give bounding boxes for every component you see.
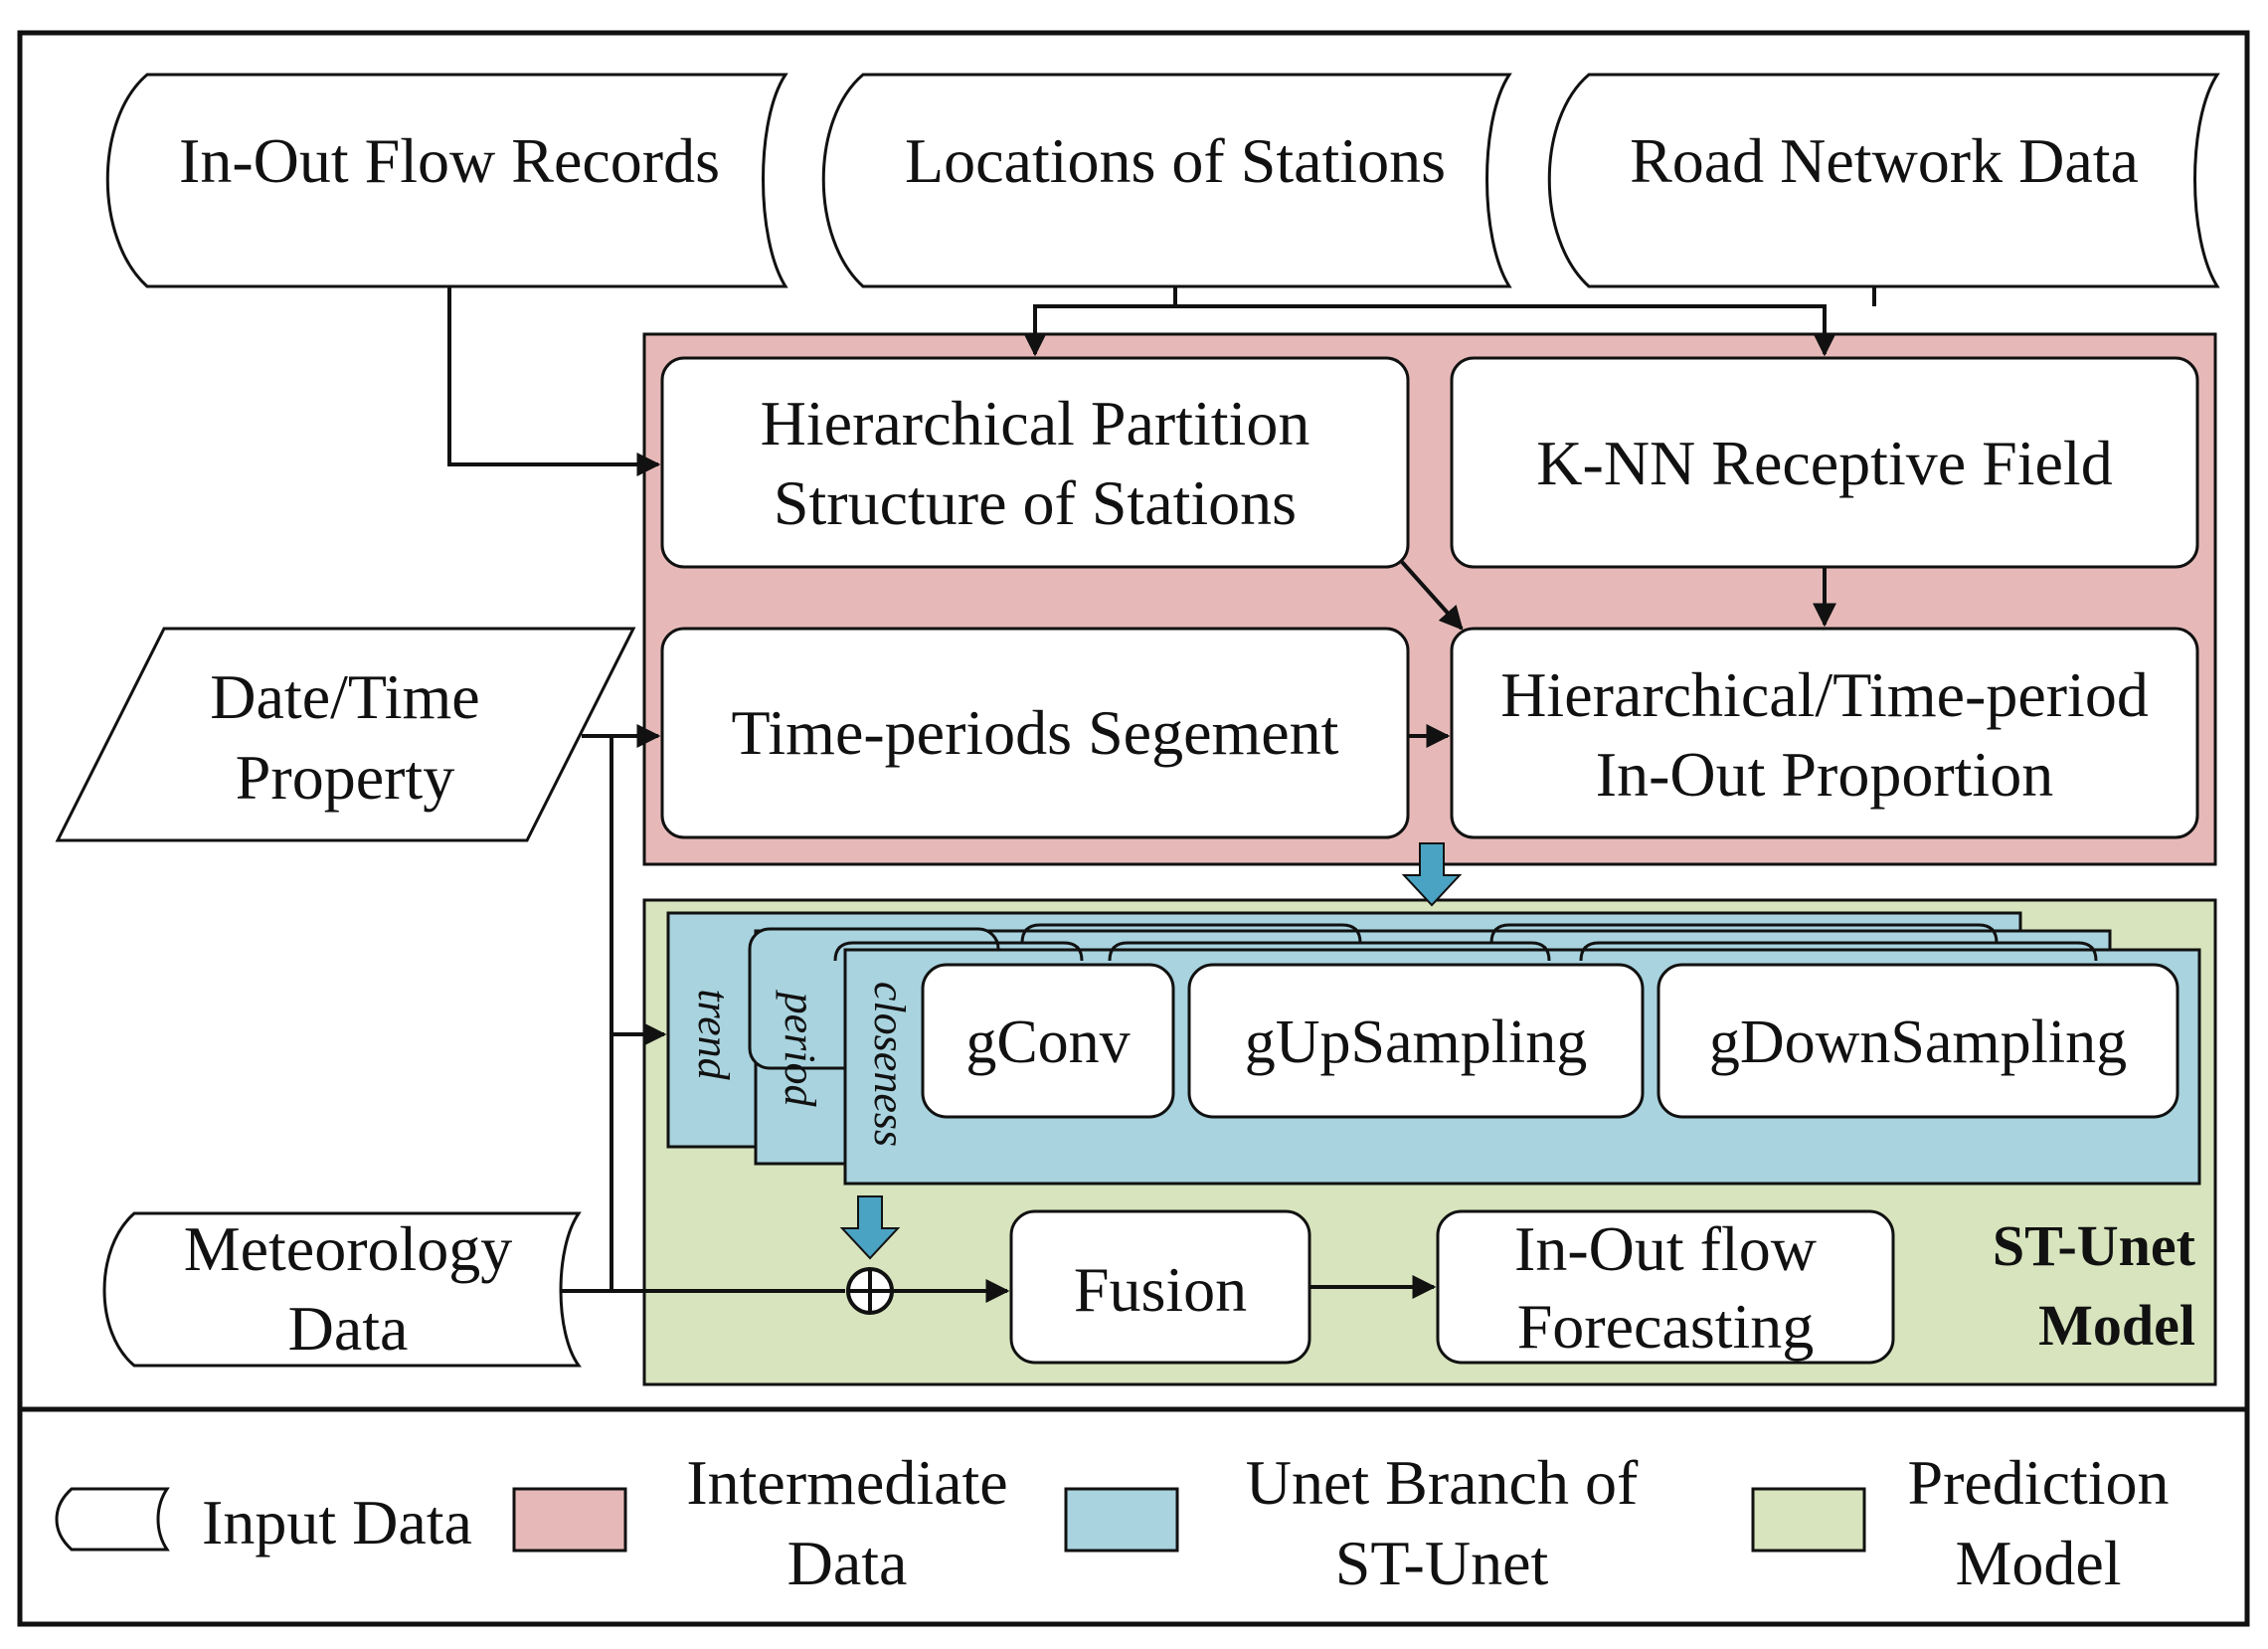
legend-prediction: Prediction Model [1751,1447,2170,1598]
time-periods-segment-box: Time-periods Segement [660,627,1410,839]
intermediate-to-unet-arrow [1401,842,1463,907]
model-label-line2: Model [2038,1293,2195,1358]
gdownsampling-box: gDownSampling [1657,963,2180,1119]
gdownsampling-label: gDownSampling [1709,1008,2127,1076]
hierarchical-line1: Hierarchical Partition [761,388,1310,458]
legend-unet-swatch [1064,1487,1179,1553]
inout-flow-records-label: In-Out Flow Records [179,125,720,196]
road-network-data-label: Road Network Data [1630,125,2139,196]
meteorology-line2: Data [288,1293,409,1364]
back-layer-block-edges [833,923,2098,962]
datetime-line1: Date/Time [210,661,479,732]
legend-intermediate-line2: Data [787,1528,908,1598]
datetime-line2: Property [236,742,454,813]
input-meteorology-data: Meteorology Data [102,1211,582,1368]
legend-intermediate-line1: Intermediate [686,1447,1007,1518]
input-road-network-data: Road Network Data [1547,73,2220,288]
legend-prediction-swatch [1751,1487,1866,1553]
gupsampling-box: gUpSampling [1187,963,1645,1119]
legend-input: Input Data [55,1487,472,1557]
fusion-label: Fusion [1074,1254,1247,1325]
input-locations-of-stations: Locations of Stations [821,73,1512,288]
legend-unet-line1: Unet Branch of [1246,1447,1639,1518]
model-label-line1: ST-Unet [1993,1213,2196,1278]
outer-frame [17,30,2250,1627]
input-datetime-property: Date/Time Property [55,627,636,842]
legend-unet-line2: ST-Unet [1335,1528,1549,1598]
connectors [447,286,1876,1315]
legend-input-label: Input Data [202,1487,472,1557]
legend-intermediate-swatch [512,1487,627,1553]
fusion-box: Fusion [1009,1209,1311,1365]
legend-prediction-line1: Prediction [1907,1447,2169,1518]
gconv-label: gConv [965,1008,1130,1076]
meteorology-line1: Meteorology [184,1213,513,1284]
proportion-line1: Hierarchical/Time-period [1500,659,2149,730]
unet-to-fusion-arrow [839,1195,901,1260]
time-periods-label: Time-periods Segement [732,697,1339,768]
locations-of-stations-label: Locations of Stations [905,125,1446,196]
branch-label-trend: trend [689,989,738,1080]
knn-receptive-field-box: K-NN Receptive Field [1450,356,2199,569]
gconv-box: gConv [921,963,1175,1119]
gupsampling-label: gUpSampling [1245,1008,1587,1076]
forecast-line1: In-Out flow [1514,1213,1817,1284]
proportion-line2: In-Out Proportion [1596,739,2053,810]
hierarchical-partition-box: Hierarchical Partition Structure of Stat… [660,356,1410,569]
legend-intermediate: Intermediate Data [512,1447,1008,1598]
legend-unet: Unet Branch of ST-Unet [1064,1447,1639,1598]
branch-label-closeness: closeness [865,982,914,1147]
inout-proportion-box: Hierarchical/Time-period In-Out Proporti… [1450,627,2199,839]
forecast-line2: Forecasting [1517,1291,1815,1362]
legend-input-swatch [55,1487,170,1552]
input-inout-flow-records: In-Out Flow Records [105,73,788,288]
legend-prediction-line2: Model [1955,1528,2121,1598]
forecasting-box: In-Out flow Forecasting [1436,1209,1895,1365]
hierarchical-line2: Structure of Stations [774,467,1297,538]
branch-label-period: period [776,990,824,1108]
legend: Input Data Intermediate Data Unet Branch… [55,1447,2170,1598]
knn-label: K-NN Receptive Field [1536,428,2112,498]
